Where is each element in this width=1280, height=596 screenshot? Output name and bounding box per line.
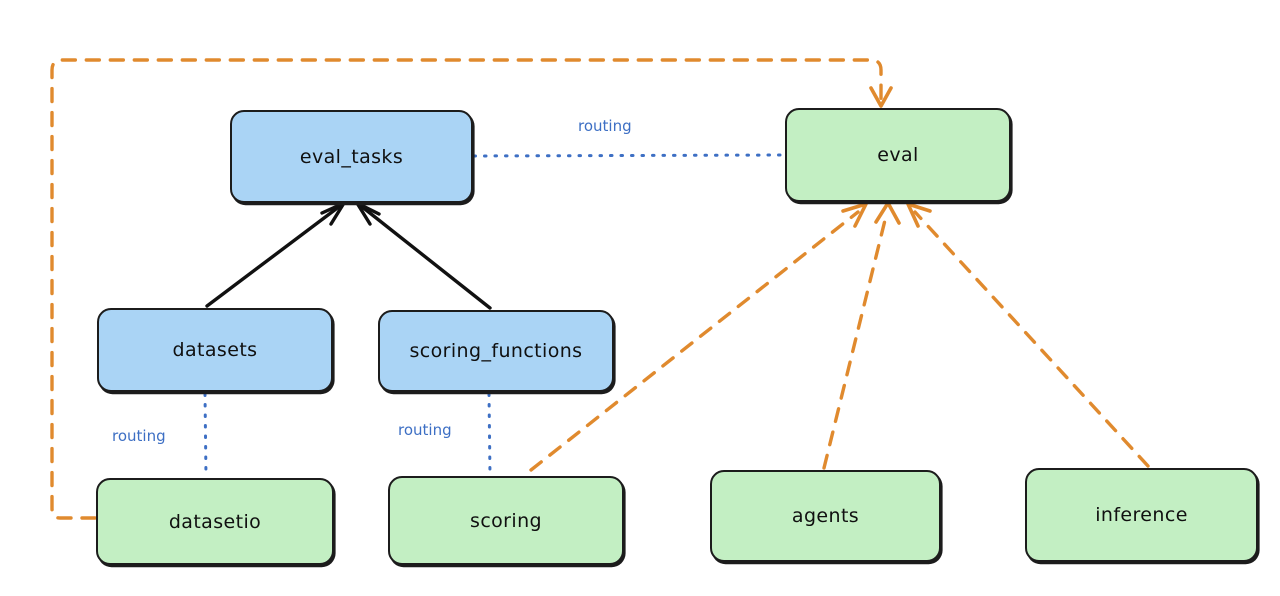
node-eval-tasks-label: eval_tasks xyxy=(299,145,404,168)
edge-scoring_functions-to-eval_tasks xyxy=(355,201,492,310)
node-scoring-functions[interactable]: scoring_functions xyxy=(378,310,614,392)
edge-agents-to-eval xyxy=(822,201,901,470)
edge-inference-to-eval xyxy=(906,202,1150,468)
edge-label-routing-eval-tasks-eval: routing xyxy=(578,117,632,135)
node-agents[interactable]: agents xyxy=(710,470,941,562)
node-datasets-label: datasets xyxy=(172,339,258,361)
node-scoring-label: scoring xyxy=(470,509,542,532)
node-scoring-functions-label: scoring_functions xyxy=(409,340,583,362)
edge-scoring_functions-to-scoring xyxy=(487,392,492,477)
node-eval-label: eval xyxy=(877,144,919,166)
edge-label-routing-datasets-datasetio: routing xyxy=(112,427,166,445)
node-eval[interactable]: eval xyxy=(785,108,1011,202)
node-scoring[interactable]: scoring xyxy=(388,476,624,565)
edge-datasets-to-datasetio xyxy=(203,392,208,479)
node-inference-label: inference xyxy=(1095,504,1188,526)
node-datasetio-label: datasetio xyxy=(168,510,262,533)
edge-datasets-to-eval_tasks xyxy=(205,201,346,308)
node-datasets[interactable]: datasets xyxy=(97,308,333,392)
node-datasetio[interactable]: datasetio xyxy=(96,478,334,565)
node-agents-label: agents xyxy=(791,505,860,527)
edge-label-routing-scoring-functions-scoring: routing xyxy=(398,421,452,439)
node-eval-tasks[interactable]: eval_tasks xyxy=(230,110,473,203)
edge-eval_tasks-to-eval xyxy=(472,153,785,158)
node-inference[interactable]: inference xyxy=(1025,468,1258,562)
